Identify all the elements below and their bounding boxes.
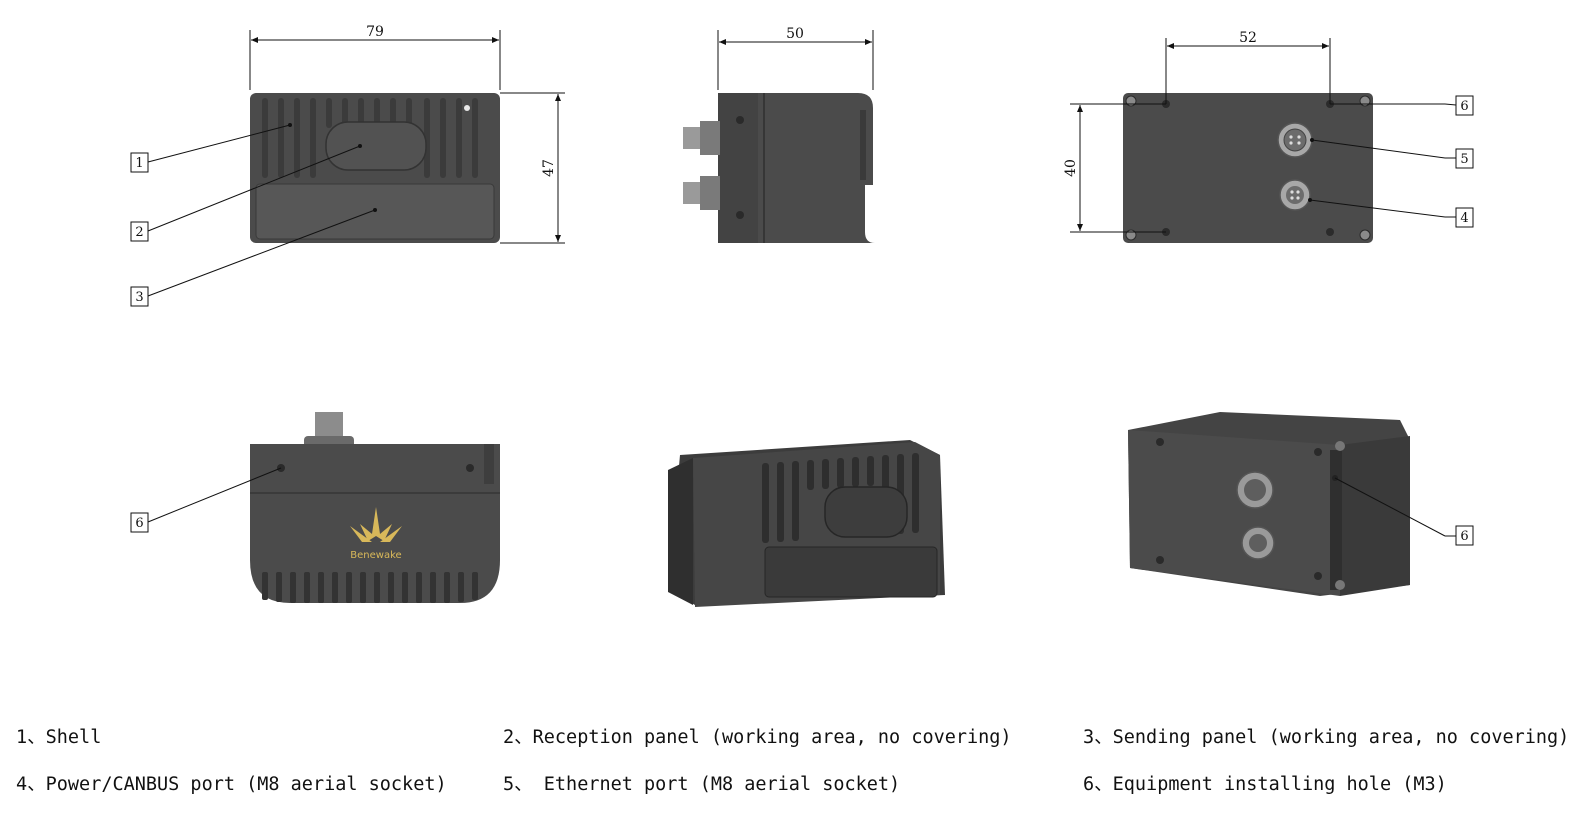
ethernet-port [1277, 122, 1313, 158]
legend-item-sending-panel: 3、Sending panel (working area, no coveri… [1083, 727, 1570, 748]
leader-1 [147, 124, 291, 163]
callout-3-label: 3 [135, 290, 143, 305]
side-view: 50 [683, 26, 875, 243]
legend-item-ethernet-port: 5、 Ethernet port (M8 aerial socket) [503, 774, 901, 795]
legend-item-shell: 1、Shell [16, 727, 102, 748]
legend-item-power-canbus-port: 4、Power/CANBUS port (M8 aerial socket) [16, 774, 447, 795]
leader-6-top [147, 467, 282, 523]
dim-side-width: 50 [786, 26, 804, 42]
technical-drawing: 79 47 1 2 3 [130, 24, 1474, 607]
callout-6-iso-label: 6 [1460, 529, 1468, 544]
legend-item-installing-hole: 6、Equipment installing hole (M3) [1083, 774, 1447, 795]
leader-6-iso [1334, 477, 1446, 537]
reception-panel-window [325, 121, 427, 171]
callout-2-label: 2 [135, 225, 143, 240]
iso-front-view [668, 440, 945, 607]
iso-back-view: 6 [1128, 412, 1474, 596]
callout-box-2 [130, 221, 149, 242]
front-view-fins [262, 98, 478, 178]
dim-back-hole-spacing-v: 40 [1063, 159, 1079, 177]
iso-back-ethernet-port [1236, 471, 1274, 509]
top-view: Benewake 6 [130, 412, 500, 603]
leader-2 [147, 145, 361, 232]
iso-back-power-port [1241, 526, 1275, 560]
back-view: 52 40 6 5 4 [1063, 30, 1474, 243]
callout-4-label: 4 [1460, 211, 1468, 226]
front-view: 79 47 1 2 3 [130, 24, 565, 307]
side-view-connectors [683, 121, 720, 210]
callout-6-top-label: 6 [135, 516, 143, 531]
callout-box-6-top [130, 512, 149, 533]
benewake-logo: Benewake [350, 507, 402, 561]
leader-3 [147, 209, 376, 297]
callout-5-label: 5 [1460, 152, 1468, 167]
callout-box-1 [130, 152, 149, 173]
top-view-fins [262, 572, 478, 603]
callout-1-label: 1 [135, 156, 143, 171]
brand-name: Benewake [350, 550, 401, 561]
callout-box-6-back [1455, 95, 1474, 116]
dim-back-hole-spacing-h: 52 [1239, 30, 1257, 46]
dim-front-width: 79 [366, 24, 384, 40]
legend-item-reception-panel: 2、Reception panel (working area, no cove… [503, 727, 1012, 748]
power-canbus-port [1279, 179, 1311, 211]
callout-6-back-label: 6 [1460, 99, 1468, 114]
dim-front-height: 47 [541, 159, 557, 177]
back-view-shell [1123, 93, 1373, 243]
callout-box-3 [130, 286, 149, 307]
